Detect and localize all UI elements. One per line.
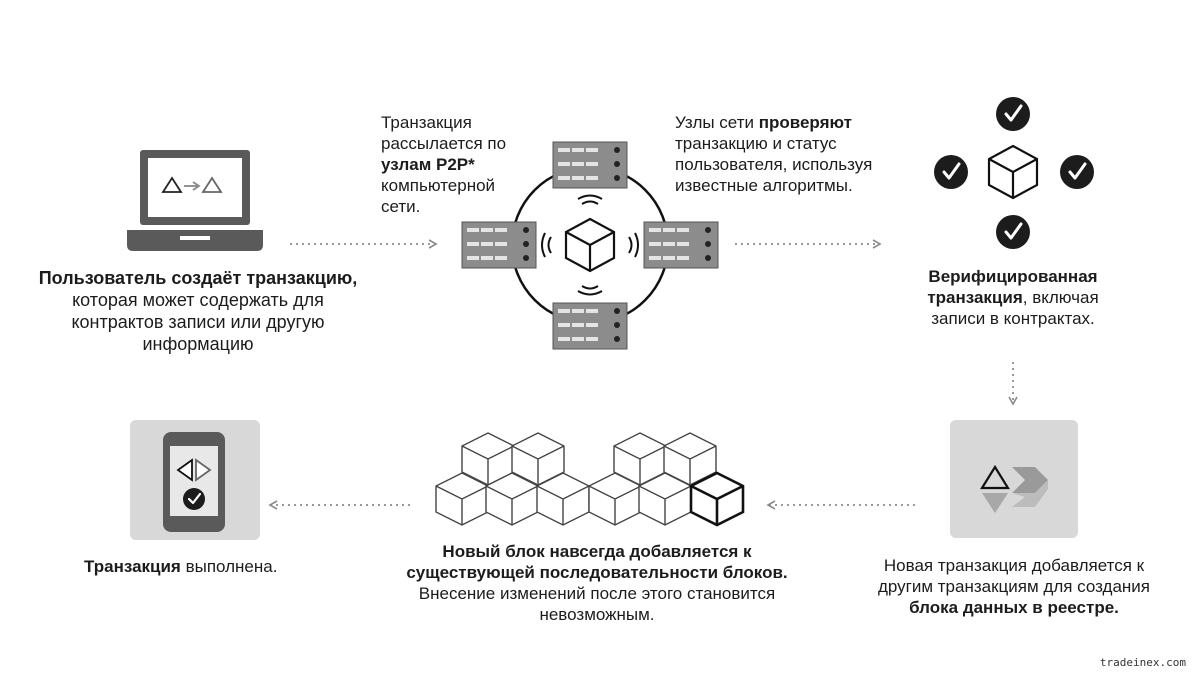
p2p-network-icon — [461, 141, 719, 350]
step-chain-text: Новый блок навсегда добавляется к сущест… — [406, 542, 788, 624]
phone-icon — [130, 420, 260, 540]
check-icon-top — [994, 95, 1032, 133]
new-block-cube — [689, 471, 745, 527]
verified-cube-icon — [987, 144, 1039, 200]
check-icon-right — [1058, 153, 1096, 191]
server-node-right — [643, 221, 719, 269]
signal-waves-icon — [541, 194, 639, 296]
server-node-top — [552, 141, 628, 189]
step-validate-text: Узлы сети проверяют транзакцию и статус … — [675, 113, 873, 195]
server-node-left — [461, 221, 537, 269]
check-icon-left — [932, 153, 970, 191]
new-block-icon — [950, 420, 1078, 538]
step-complete-text: Транзакция выполнена. — [84, 557, 278, 576]
step-broadcast-text: Транзакция рассылается по узлам P2P* ком… — [381, 113, 507, 216]
step-combine-text: Новая транзакция добавляется к другим тр… — [877, 556, 1151, 617]
step-create-text: Пользователь создаёт транзакцию, которая… — [38, 268, 358, 354]
laptop-icon — [127, 150, 263, 251]
server-node-bottom — [552, 302, 628, 350]
blockchain-icon — [435, 432, 745, 527]
watermark: tradeinex.com — [1099, 656, 1186, 669]
block-cube-icon — [564, 217, 616, 273]
step-verified-text: Верифицированная транзакция, включая зап… — [927, 267, 1099, 328]
check-icon-bottom — [994, 213, 1032, 251]
